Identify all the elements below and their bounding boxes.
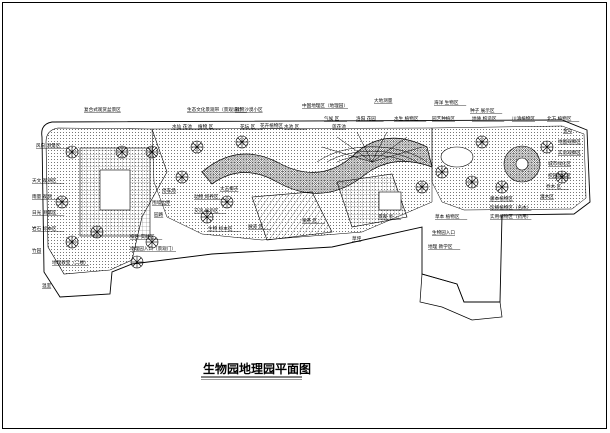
tree-symbol xyxy=(145,235,159,249)
label-l-dadi: 大地测量 xyxy=(374,97,393,104)
tree-symbol xyxy=(235,135,249,149)
rose-center xyxy=(515,157,529,171)
label-l-dixing: 地质 构造区 xyxy=(472,115,497,122)
label-l-fengxiang: 风向 测量区 xyxy=(36,142,61,149)
label-l-zhiwu: 植物 区 xyxy=(198,123,214,130)
label-l-guanshang: 观赏沙漠小区 xyxy=(235,106,263,113)
site-boundary xyxy=(41,119,591,303)
tree-symbol xyxy=(130,255,144,269)
label-l-wenshi: 温室 xyxy=(42,282,52,289)
label-l-zonghe: 综合 实践区 xyxy=(130,233,155,240)
label-l-qiaomu: 乔木 区 xyxy=(546,183,562,190)
tree-symbol xyxy=(65,235,79,249)
label-l-dilijiao: 地理 教学区 xyxy=(428,243,453,250)
tree-symbol xyxy=(540,140,554,154)
label-l-tingche: 停车场 xyxy=(162,187,176,194)
drawing-title: 生物园地理园平面图 xyxy=(203,361,311,376)
label-l-ditu: 地图观察区 xyxy=(558,138,581,145)
label-l-haiyang: 海洋 生物区 xyxy=(434,99,459,106)
label-l-guanmu: 灌木区 xyxy=(540,193,554,200)
tree-symbol xyxy=(495,180,509,194)
label-l-lianhua: 莲花池 xyxy=(332,123,346,130)
label-l-qihou: 气候 区 xyxy=(324,115,340,122)
label-l-fuhe: 复合式观赏盆景区 xyxy=(84,106,121,113)
wave-pond xyxy=(201,137,433,194)
label-l-chuanzhi: 川滇植物区 xyxy=(512,115,535,122)
label-l-dongwu: 动物 饲养区 xyxy=(194,193,219,200)
tree-symbol xyxy=(475,135,489,149)
tree-symbol xyxy=(220,195,234,209)
label-l-zhongzi: 种子 展示区 xyxy=(470,107,495,114)
label-l-yuliang: 雨量 观测 xyxy=(32,193,52,200)
drawing-border xyxy=(2,2,607,429)
label-l-xiaolu: 园路 xyxy=(154,211,164,218)
label-l-huaqi: 花坛 区 xyxy=(240,123,256,130)
label-l-jingguan: 景观 亭 xyxy=(378,213,394,220)
drawing-frame: 复合式观赏盆景区 生态文化景观带（景观设计）观赏沙漠小区水仙 花池 中国地理区（地理… xyxy=(2,2,607,429)
label-l-xiaoyuan: 校园绿化区 xyxy=(548,172,571,179)
tree-symbol xyxy=(435,165,449,179)
tree-symbol xyxy=(55,195,69,209)
court-building xyxy=(378,191,402,211)
tree-symbol xyxy=(175,170,189,184)
label-l-tuixu: 园艺种植区 xyxy=(432,115,455,122)
label-l-luoyang: 洛阳 花园 xyxy=(356,115,376,122)
label-l-zhenxi: 珍稀植物区（名木） xyxy=(490,204,531,211)
annex-outline xyxy=(419,273,503,321)
label-l-zhongguo: 中国地理区（地理园） xyxy=(302,102,348,109)
tree-symbol xyxy=(190,140,204,154)
tree-symbol xyxy=(115,145,129,159)
tree-symbol xyxy=(90,225,104,239)
label-l-riguang: 日光 测量区 xyxy=(32,209,57,216)
label-l-beifang: 北方 植物区 xyxy=(547,115,572,122)
label-l-jiaoliu: 交流 展示区 xyxy=(194,207,219,214)
label-l-caoping: 草坪 xyxy=(352,235,362,242)
label-l-jinshan: 金山 xyxy=(563,127,573,134)
tree-symbol xyxy=(145,145,159,159)
label-l-dalaoshu: 大王椰子 xyxy=(220,185,239,192)
plaza-center xyxy=(99,169,131,211)
tree-symbol xyxy=(415,180,429,194)
label-l-shengtai: 生态文化景观带（景观设计） xyxy=(187,106,247,113)
label-l-shuichi: 水池 区 xyxy=(284,123,300,130)
label-l-shiyong: 实用植物区（药用） xyxy=(490,213,531,220)
tree-symbol xyxy=(555,170,569,184)
court-grid-1 xyxy=(251,191,333,241)
label-l-bianjie: 围墙边界 xyxy=(152,199,171,206)
label-l-caoben: 草本 植物区 xyxy=(435,213,460,220)
label-l-tengben: 藤本植物区 xyxy=(490,195,513,202)
label-l-guocha: 果茶 区 xyxy=(302,217,318,224)
label-l-jiaoshi: 地理教室（二楼） xyxy=(52,259,89,266)
label-l-chengshi: 城市绿化区 xyxy=(548,160,571,167)
tree-symbols xyxy=(55,135,569,269)
court-grid-2 xyxy=(336,173,408,228)
label-l-yanshi: 岩石 标本区 xyxy=(32,225,57,232)
label-l-tianwen: 天文 观测区 xyxy=(32,177,57,184)
tree-symbol xyxy=(65,145,79,159)
label-l-zhuyuan: 竹园 xyxy=(32,247,42,254)
label-l-shuisheng: 水生 植物区 xyxy=(394,115,419,122)
label-l-shuixian: 水仙 花池 xyxy=(172,123,192,130)
label-l-rukou2: 地理园入口（景观门） xyxy=(130,245,176,252)
label-l-rukou1: 生物园入口 xyxy=(432,229,455,236)
label-l-huahui: 花卉植物区 xyxy=(260,122,283,129)
label-l-zhanlan: 展览 区 xyxy=(248,223,264,230)
tree-symbol xyxy=(465,175,479,189)
label-l-shengwu: 生物 标本区 xyxy=(208,225,233,232)
label-l-shiyan: 实验观察区 xyxy=(558,149,581,156)
oval-bed xyxy=(440,146,474,168)
fan-pavilion xyxy=(316,131,428,163)
